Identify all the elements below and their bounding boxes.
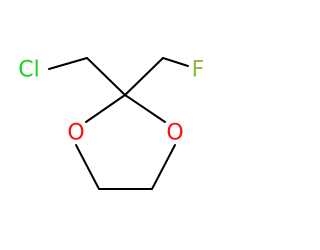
bond-ch2-f: [162, 57, 189, 67]
oxygen-left-atom-label: O: [67, 121, 84, 146]
chlorine-atom-label: Cl: [18, 58, 39, 83]
bond-ch2-o-right: [151, 144, 176, 190]
oxygen-right-atom-label: O: [166, 121, 183, 146]
molecule-diagram: Cl F O O: [18, 57, 205, 190]
bond-cl-ch2: [48, 57, 88, 70]
structure-svg: Cl F O O: [18, 57, 205, 190]
bond-o-left-ch2: [75, 144, 100, 190]
bond-ch2-c2-left: [86, 57, 126, 96]
fluorine-atom-label: F: [192, 58, 205, 83]
bond-c2-o-right: [124, 94, 166, 123]
bond-c2-o-left: [85, 94, 126, 123]
bond-c2-ch2-right: [124, 57, 164, 96]
